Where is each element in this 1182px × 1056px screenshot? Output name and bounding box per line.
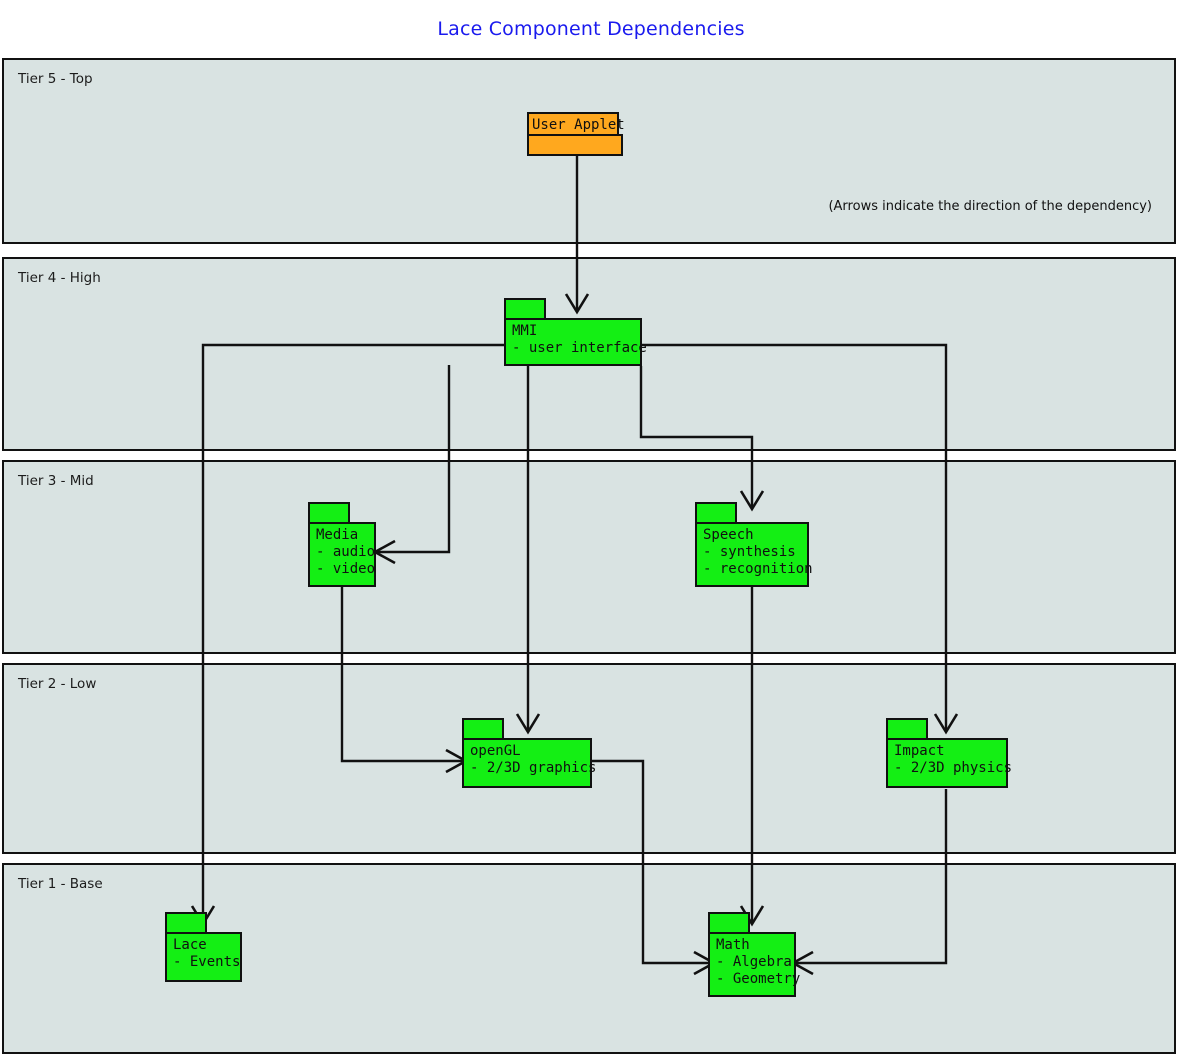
- component-user-applet[interactable]: User Applet: [527, 112, 625, 156]
- wire-impact-to-math: [795, 789, 948, 965]
- tier-label-high: Tier 4 - High: [18, 270, 101, 286]
- tier-label-mid: Tier 3 - Mid: [18, 473, 94, 489]
- tier-label-base: Tier 1 - Base: [18, 876, 103, 892]
- component-math-tab: [708, 912, 750, 934]
- component-mmi-tab: [504, 298, 546, 320]
- component-opengl[interactable]: openGL - 2/3D graphics: [462, 718, 596, 788]
- component-mmi-body: MMI - user interface: [504, 318, 647, 366]
- component-opengl-tab: [462, 718, 504, 740]
- wire-opengl-to-math: [591, 759, 712, 965]
- tier-label-top: Tier 5 - Top: [18, 71, 93, 87]
- wire-mmi-to-speech: [639, 366, 754, 507]
- arrowhead-speech-top: [739, 490, 765, 512]
- component-opengl-body: openGL - 2/3D graphics: [462, 738, 596, 788]
- component-lace-tab: [165, 912, 207, 934]
- component-math[interactable]: Math - Algebra - Geometry: [708, 912, 800, 997]
- component-speech[interactable]: Speech - synthesis - recognition: [695, 502, 813, 587]
- tier-container-mid: Tier 3 - Mid: [2, 460, 1176, 654]
- component-user-applet-label: User Applet: [527, 112, 625, 136]
- component-media-tab: [308, 502, 350, 524]
- component-speech-body: Speech - synthesis - recognition: [695, 522, 813, 587]
- tier-label-low: Tier 2 - Low: [18, 676, 97, 692]
- legend-note: (Arrows indicate the direction of the de…: [828, 199, 1152, 214]
- component-lace[interactable]: Lace - Events: [165, 912, 242, 982]
- component-media[interactable]: Media - audio - video: [308, 502, 376, 587]
- arrowhead-mmi-top: [564, 293, 590, 315]
- component-speech-tab: [695, 502, 737, 524]
- component-mmi[interactable]: MMI - user interface: [504, 298, 647, 366]
- component-impact-tab: [886, 718, 928, 740]
- component-user-applet-body: [527, 134, 623, 156]
- page-title: Lace Component Dependencies: [437, 18, 745, 40]
- component-impact-body: Impact - 2/3D physics: [886, 738, 1012, 788]
- wire-media-to-opengl: [340, 585, 464, 763]
- component-math-body: Math - Algebra - Geometry: [708, 932, 800, 997]
- wire-mmi-to-media: [377, 365, 451, 554]
- arrowhead-opengl-top: [515, 713, 541, 735]
- component-lace-body: Lace - Events: [165, 932, 242, 982]
- component-impact[interactable]: Impact - 2/3D physics: [886, 718, 1012, 788]
- arrowhead-impact-top: [933, 713, 959, 735]
- wire-mmi-to-lace: [201, 343, 505, 922]
- component-media-body: Media - audio - video: [308, 522, 376, 587]
- wire-mmi-to-impact: [641, 343, 948, 730]
